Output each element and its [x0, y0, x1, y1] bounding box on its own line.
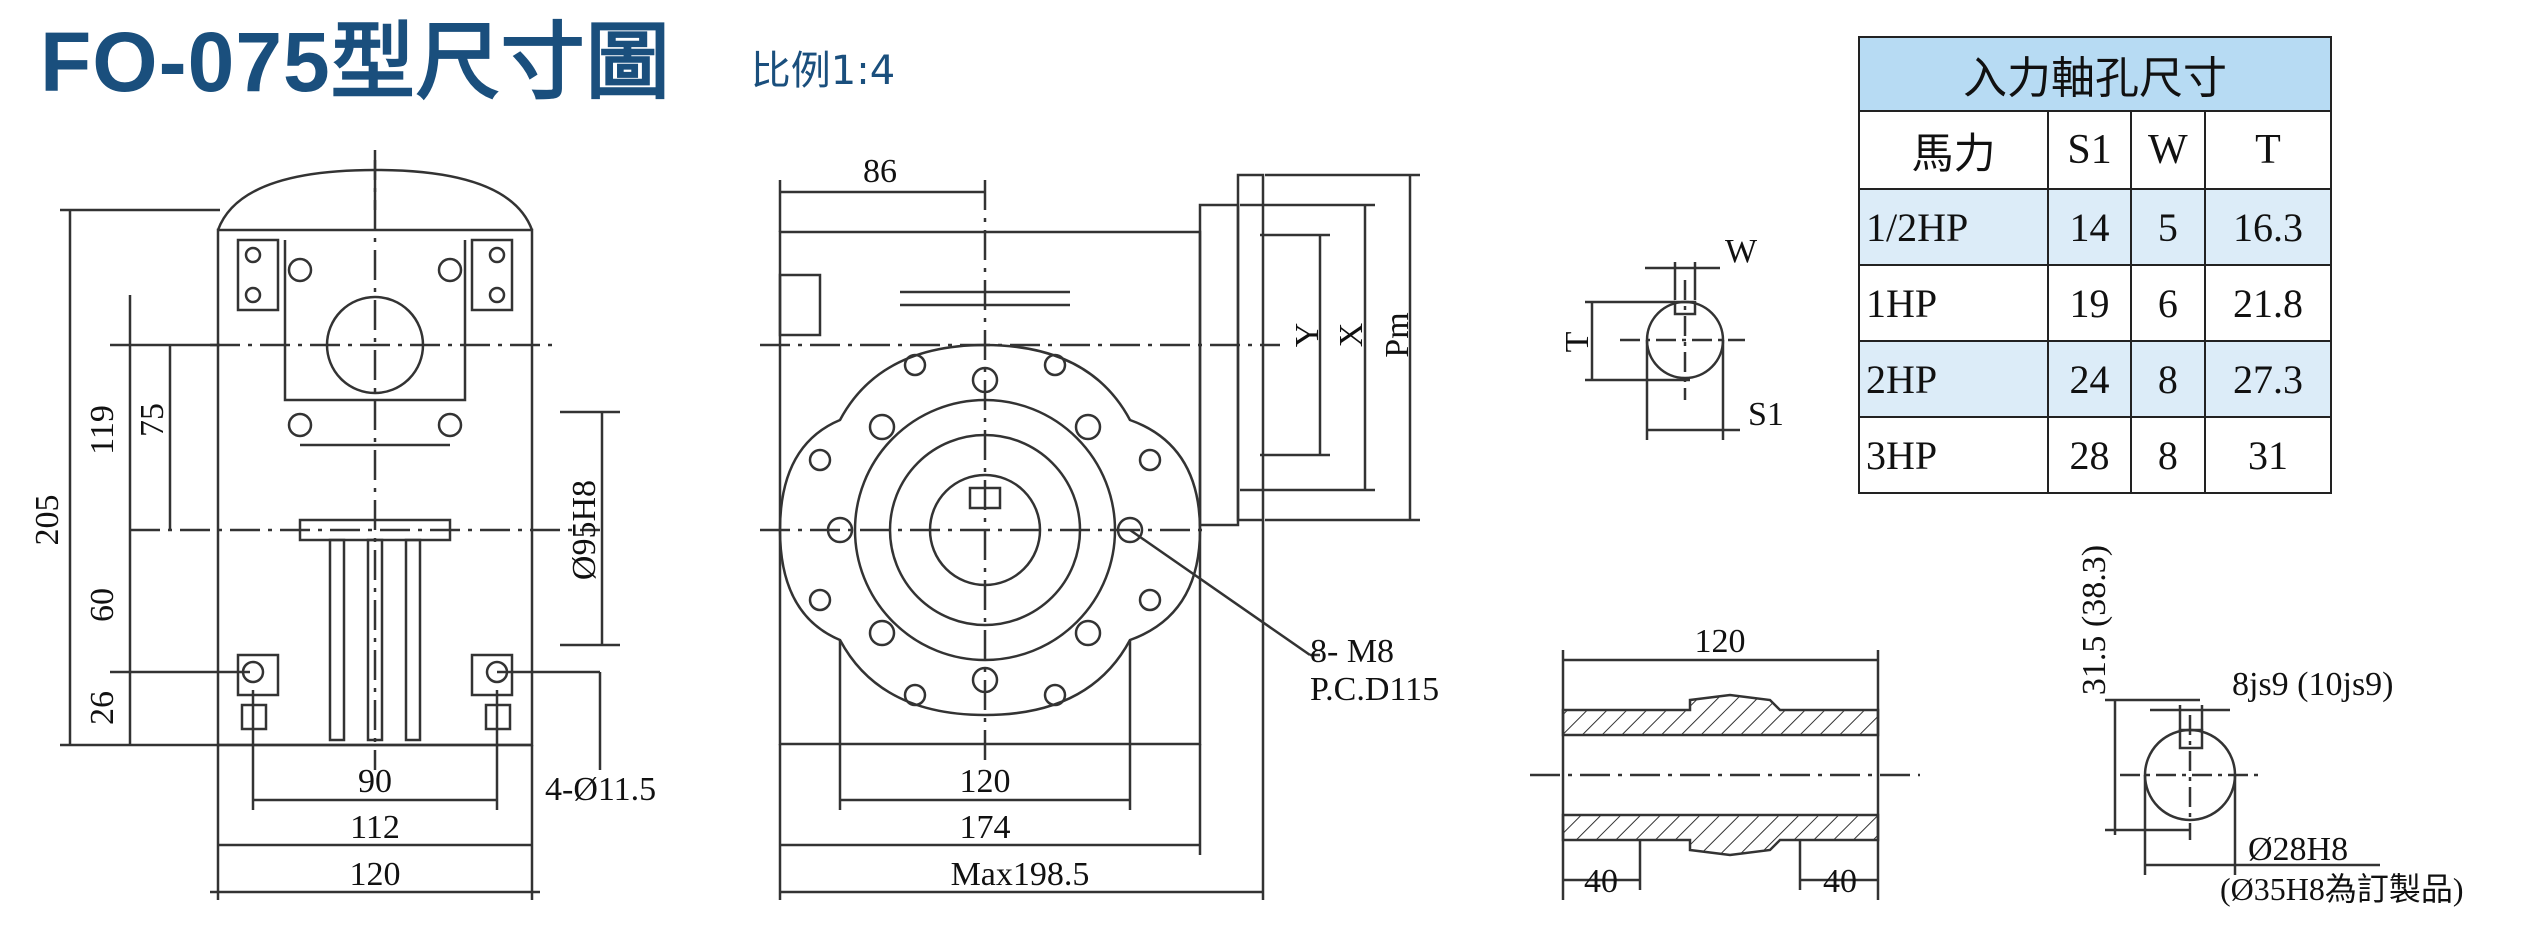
table-header: S1 — [2047, 110, 2132, 190]
shaft-right-label: 40 — [1823, 863, 1857, 900]
table-cell: 5 — [2129, 188, 2207, 266]
dim-205-label: 205 — [29, 495, 66, 546]
table-cell: 28 — [2047, 416, 2132, 494]
dim-90-label: 90 — [358, 763, 392, 800]
input-key-view — [1585, 262, 1745, 440]
dim-pm-label: Pm — [1379, 312, 1416, 357]
output-key-label: 8js9 (10js9) — [2232, 666, 2394, 703]
key-t-label: T — [1559, 331, 1596, 352]
dim-112-label: 112 — [350, 809, 400, 846]
key-w-label: W — [1725, 233, 1758, 270]
table-cell: 1HP — [1857, 264, 2050, 342]
side-view — [760, 173, 1420, 900]
table-caption: 入力軸孔尺寸 — [1858, 36, 2332, 112]
table-cell: 14 — [2047, 188, 2132, 266]
input-bore-table: 入力軸孔尺寸 馬力 S1 W T 1/2HP 14 5 16.3 1HP 19 … — [1857, 36, 2332, 494]
table-cell: 31 — [2204, 416, 2332, 494]
table-cell: 8 — [2129, 340, 2207, 418]
table-cell: 6 — [2129, 264, 2207, 342]
pcd-callout-label: P.C.D115 — [1310, 671, 1439, 708]
hole-callout-label: 4-Ø11.5 — [545, 771, 656, 808]
table-cell: 2HP — [1857, 340, 2050, 418]
table-cell: 27.3 — [2204, 340, 2332, 418]
scale-label: 比例1:4 — [750, 48, 896, 94]
dim-y-label: Y — [1289, 323, 1326, 348]
table-row: 2HP 24 8 27.3 — [1857, 340, 2332, 418]
shaft-left-label: 40 — [1584, 863, 1618, 900]
shaft-length-label: 120 — [1695, 623, 1746, 660]
table-cell: 24 — [2047, 340, 2132, 418]
dim-120-side-label: 120 — [960, 763, 1011, 800]
output-height-label: 31.5 (38.3) — [2076, 545, 2113, 695]
dim-119-label: 119 — [84, 405, 121, 455]
dim-86-label: 86 — [863, 153, 897, 190]
table-row: 1HP 19 6 21.8 — [1857, 264, 2332, 342]
dim-60-label: 60 — [84, 588, 121, 622]
dim-75-label: 75 — [134, 403, 171, 437]
table-row: 3HP 28 8 31 — [1857, 416, 2332, 494]
table-cell: 1/2HP — [1857, 188, 2050, 266]
table-header: T — [2204, 110, 2332, 190]
dim-max-label: Max198.5 — [951, 856, 1090, 893]
dim-174-label: 174 — [960, 809, 1011, 846]
output-custom-label: (Ø35H8為訂製品) — [2220, 871, 2464, 907]
dim-26-label: 26 — [84, 691, 121, 725]
table-cell: 8 — [2129, 416, 2207, 494]
page-title: FO-075型尺寸圖 — [40, 15, 671, 109]
key-s1-label: S1 — [1748, 396, 1784, 433]
table-row: 1/2HP 14 5 16.3 — [1857, 188, 2332, 266]
table-cell: 19 — [2047, 264, 2132, 342]
table-cell: 3HP — [1857, 416, 2050, 494]
dim-95-label: Ø95H8 — [566, 480, 603, 580]
output-key-view — [2105, 698, 2380, 875]
output-bore-label: Ø28H8 — [2248, 831, 2348, 868]
output-shaft-view — [1530, 650, 1920, 900]
table-header: 馬力 — [1857, 110, 2050, 190]
bolt-callout-label: 8- M8 — [1310, 633, 1394, 670]
table-header: W — [2129, 110, 2207, 190]
table-cell: 21.8 — [2204, 264, 2332, 342]
dim-120-front-label: 120 — [350, 856, 401, 893]
table-cell: 16.3 — [2204, 188, 2332, 266]
front-view — [60, 150, 620, 900]
dim-x-label: X — [1333, 323, 1370, 348]
